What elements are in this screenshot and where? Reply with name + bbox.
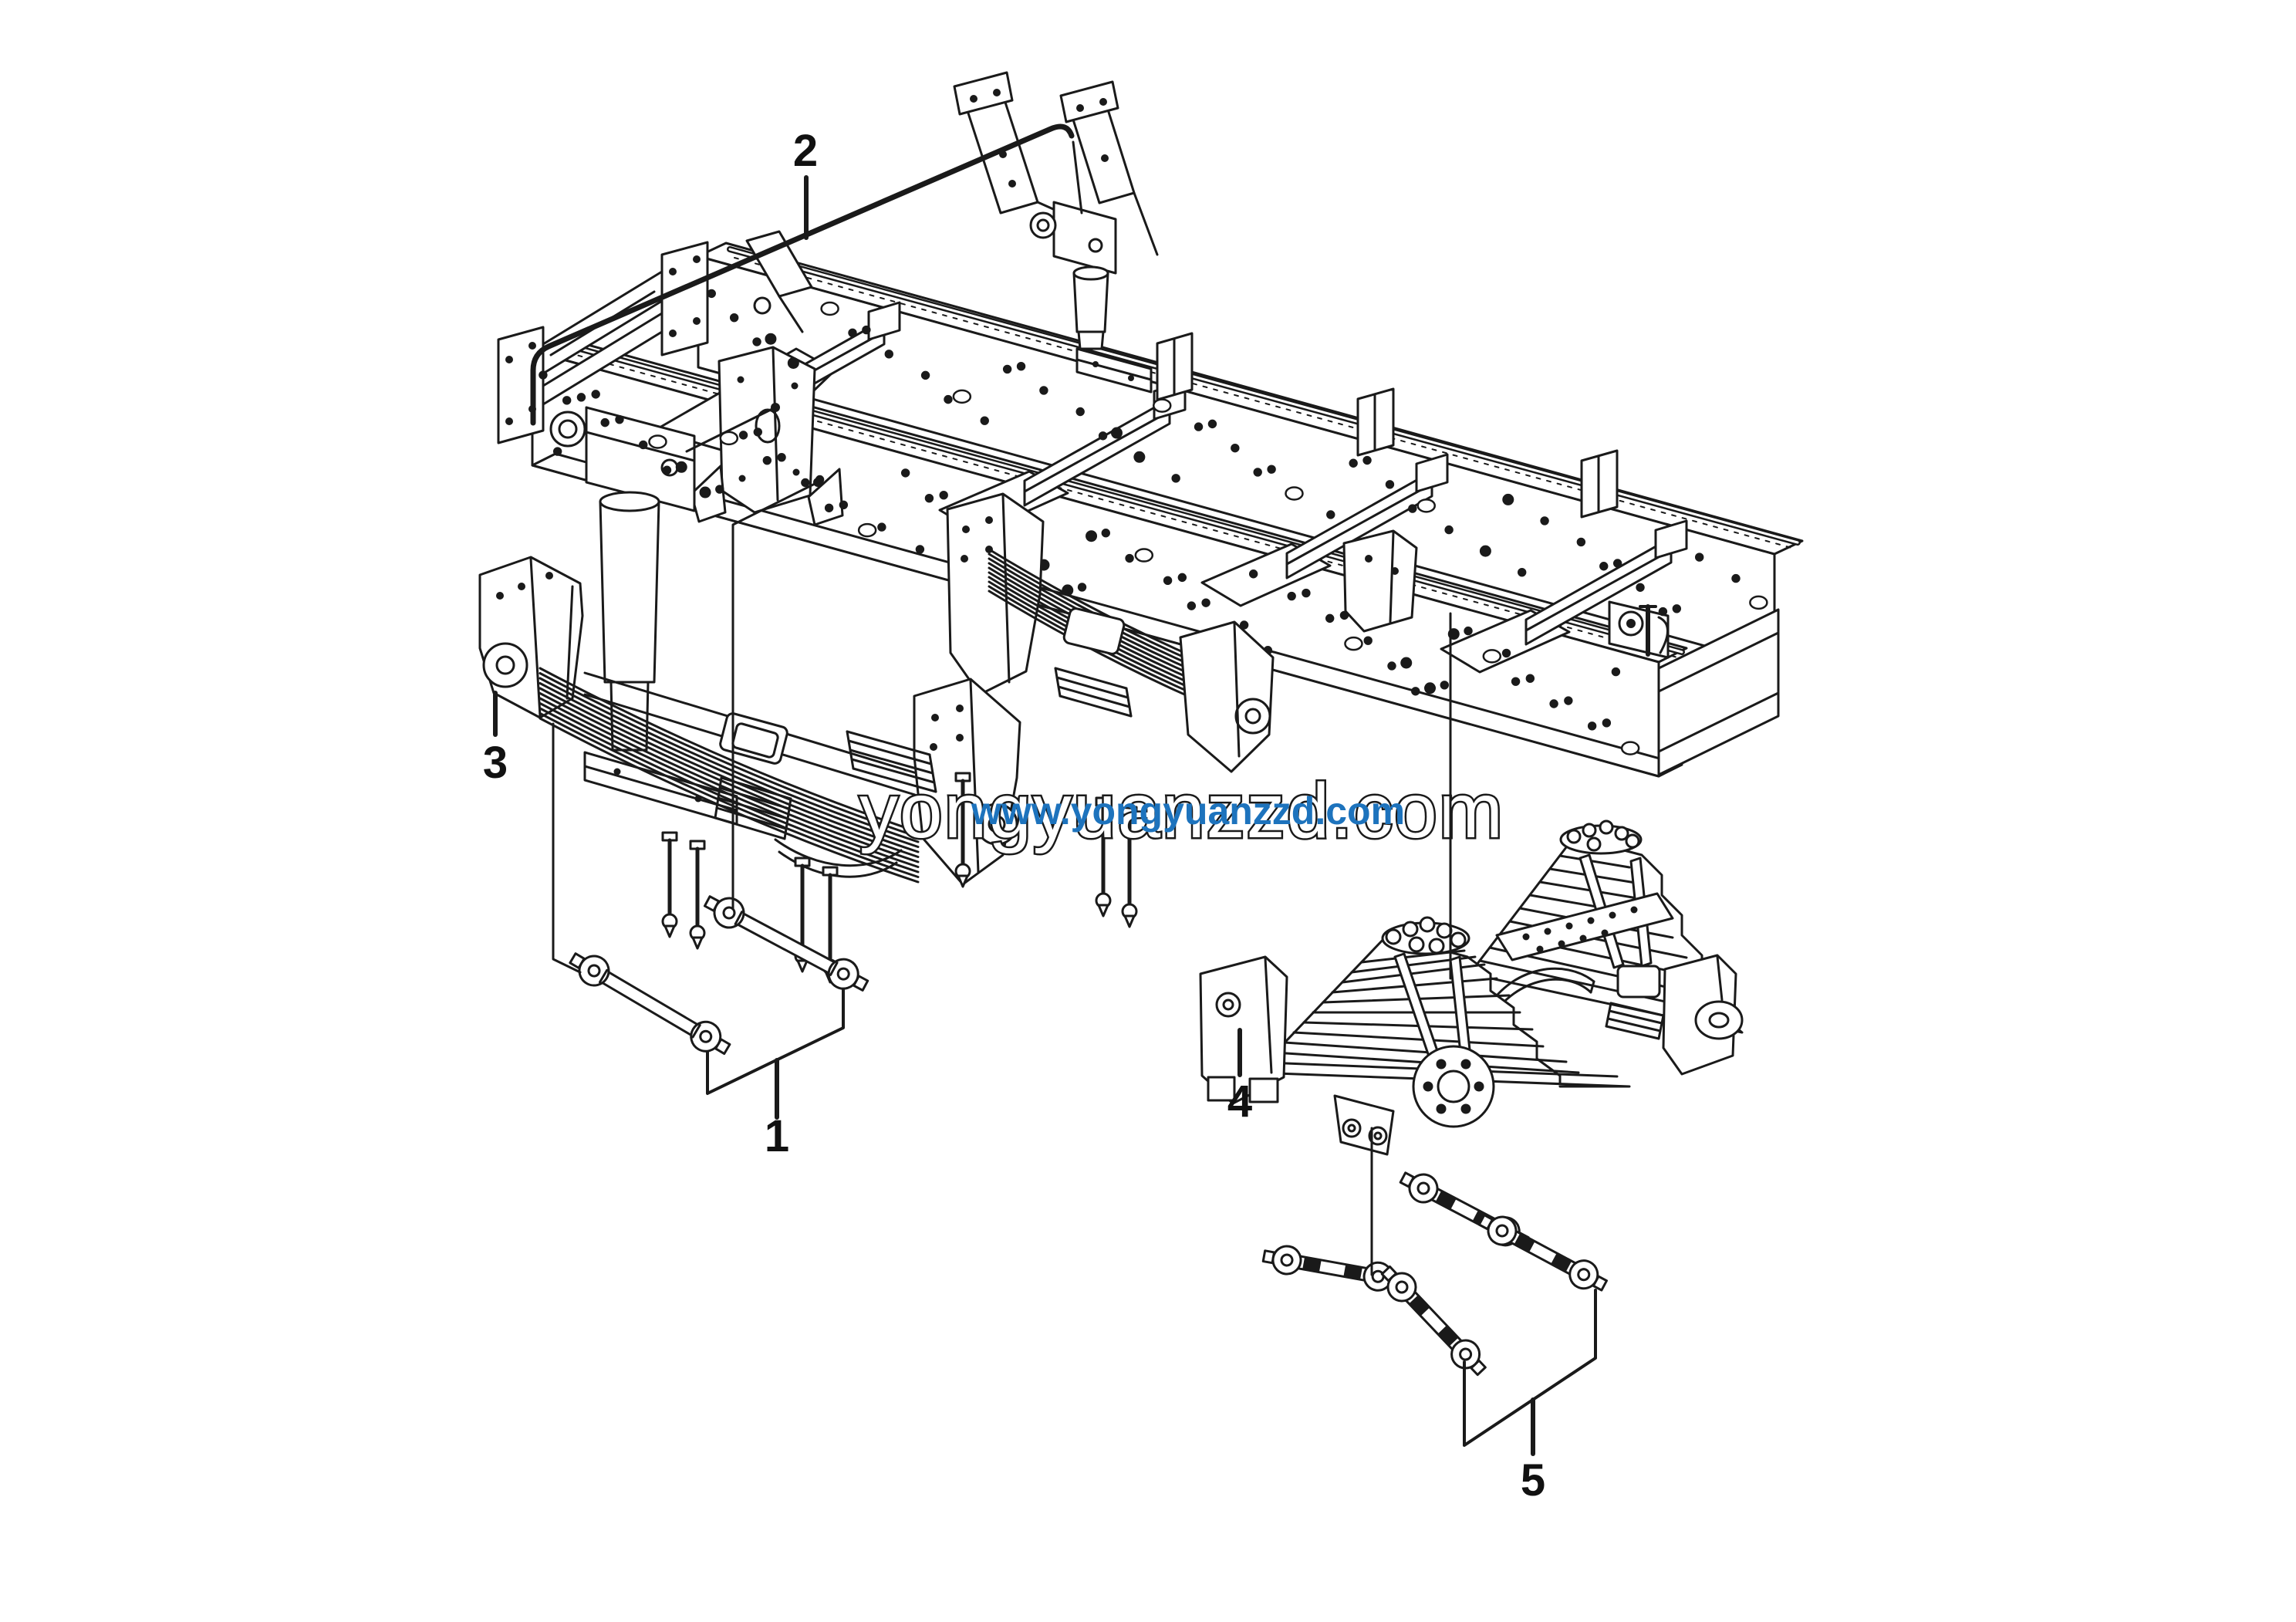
- crossmember-3: [1200, 453, 1449, 607]
- callout-label-4: 4: [1227, 1076, 1253, 1127]
- leader-spring-to-rod: [552, 722, 582, 974]
- callout-leaders: [493, 123, 1597, 1456]
- leader-frame-to-rod: [731, 481, 819, 911]
- callout-label-2: 2: [792, 126, 819, 176]
- front-suspension-assembly: [478, 492, 1275, 984]
- watermark-brand-text: yongyuanzzd.com: [859, 768, 1504, 854]
- front-spring-right: [946, 492, 1275, 773]
- rear-bogie-suspension: [1199, 819, 1744, 1156]
- rear-stabilizer-jack: [1029, 201, 1153, 394]
- rear-torque-rods: [1260, 1164, 1612, 1382]
- leader-part-2: [530, 123, 1075, 426]
- callout-label-5: 5: [1520, 1455, 1546, 1505]
- leader-part-5: [1463, 1289, 1597, 1456]
- crossmember-4: [1440, 519, 1688, 674]
- u-bolts: [661, 772, 1138, 984]
- callout-label-3: 3: [482, 738, 508, 788]
- watermark-url-text: www.yongyuanzzd.com: [971, 789, 1405, 833]
- bogie-spring-left: [1254, 916, 1631, 1128]
- front-stabilizer-jack: [549, 406, 738, 826]
- callout-label-1: 1: [764, 1111, 790, 1161]
- rail-holes: [707, 289, 1768, 617]
- leader-part-1: [706, 988, 845, 1120]
